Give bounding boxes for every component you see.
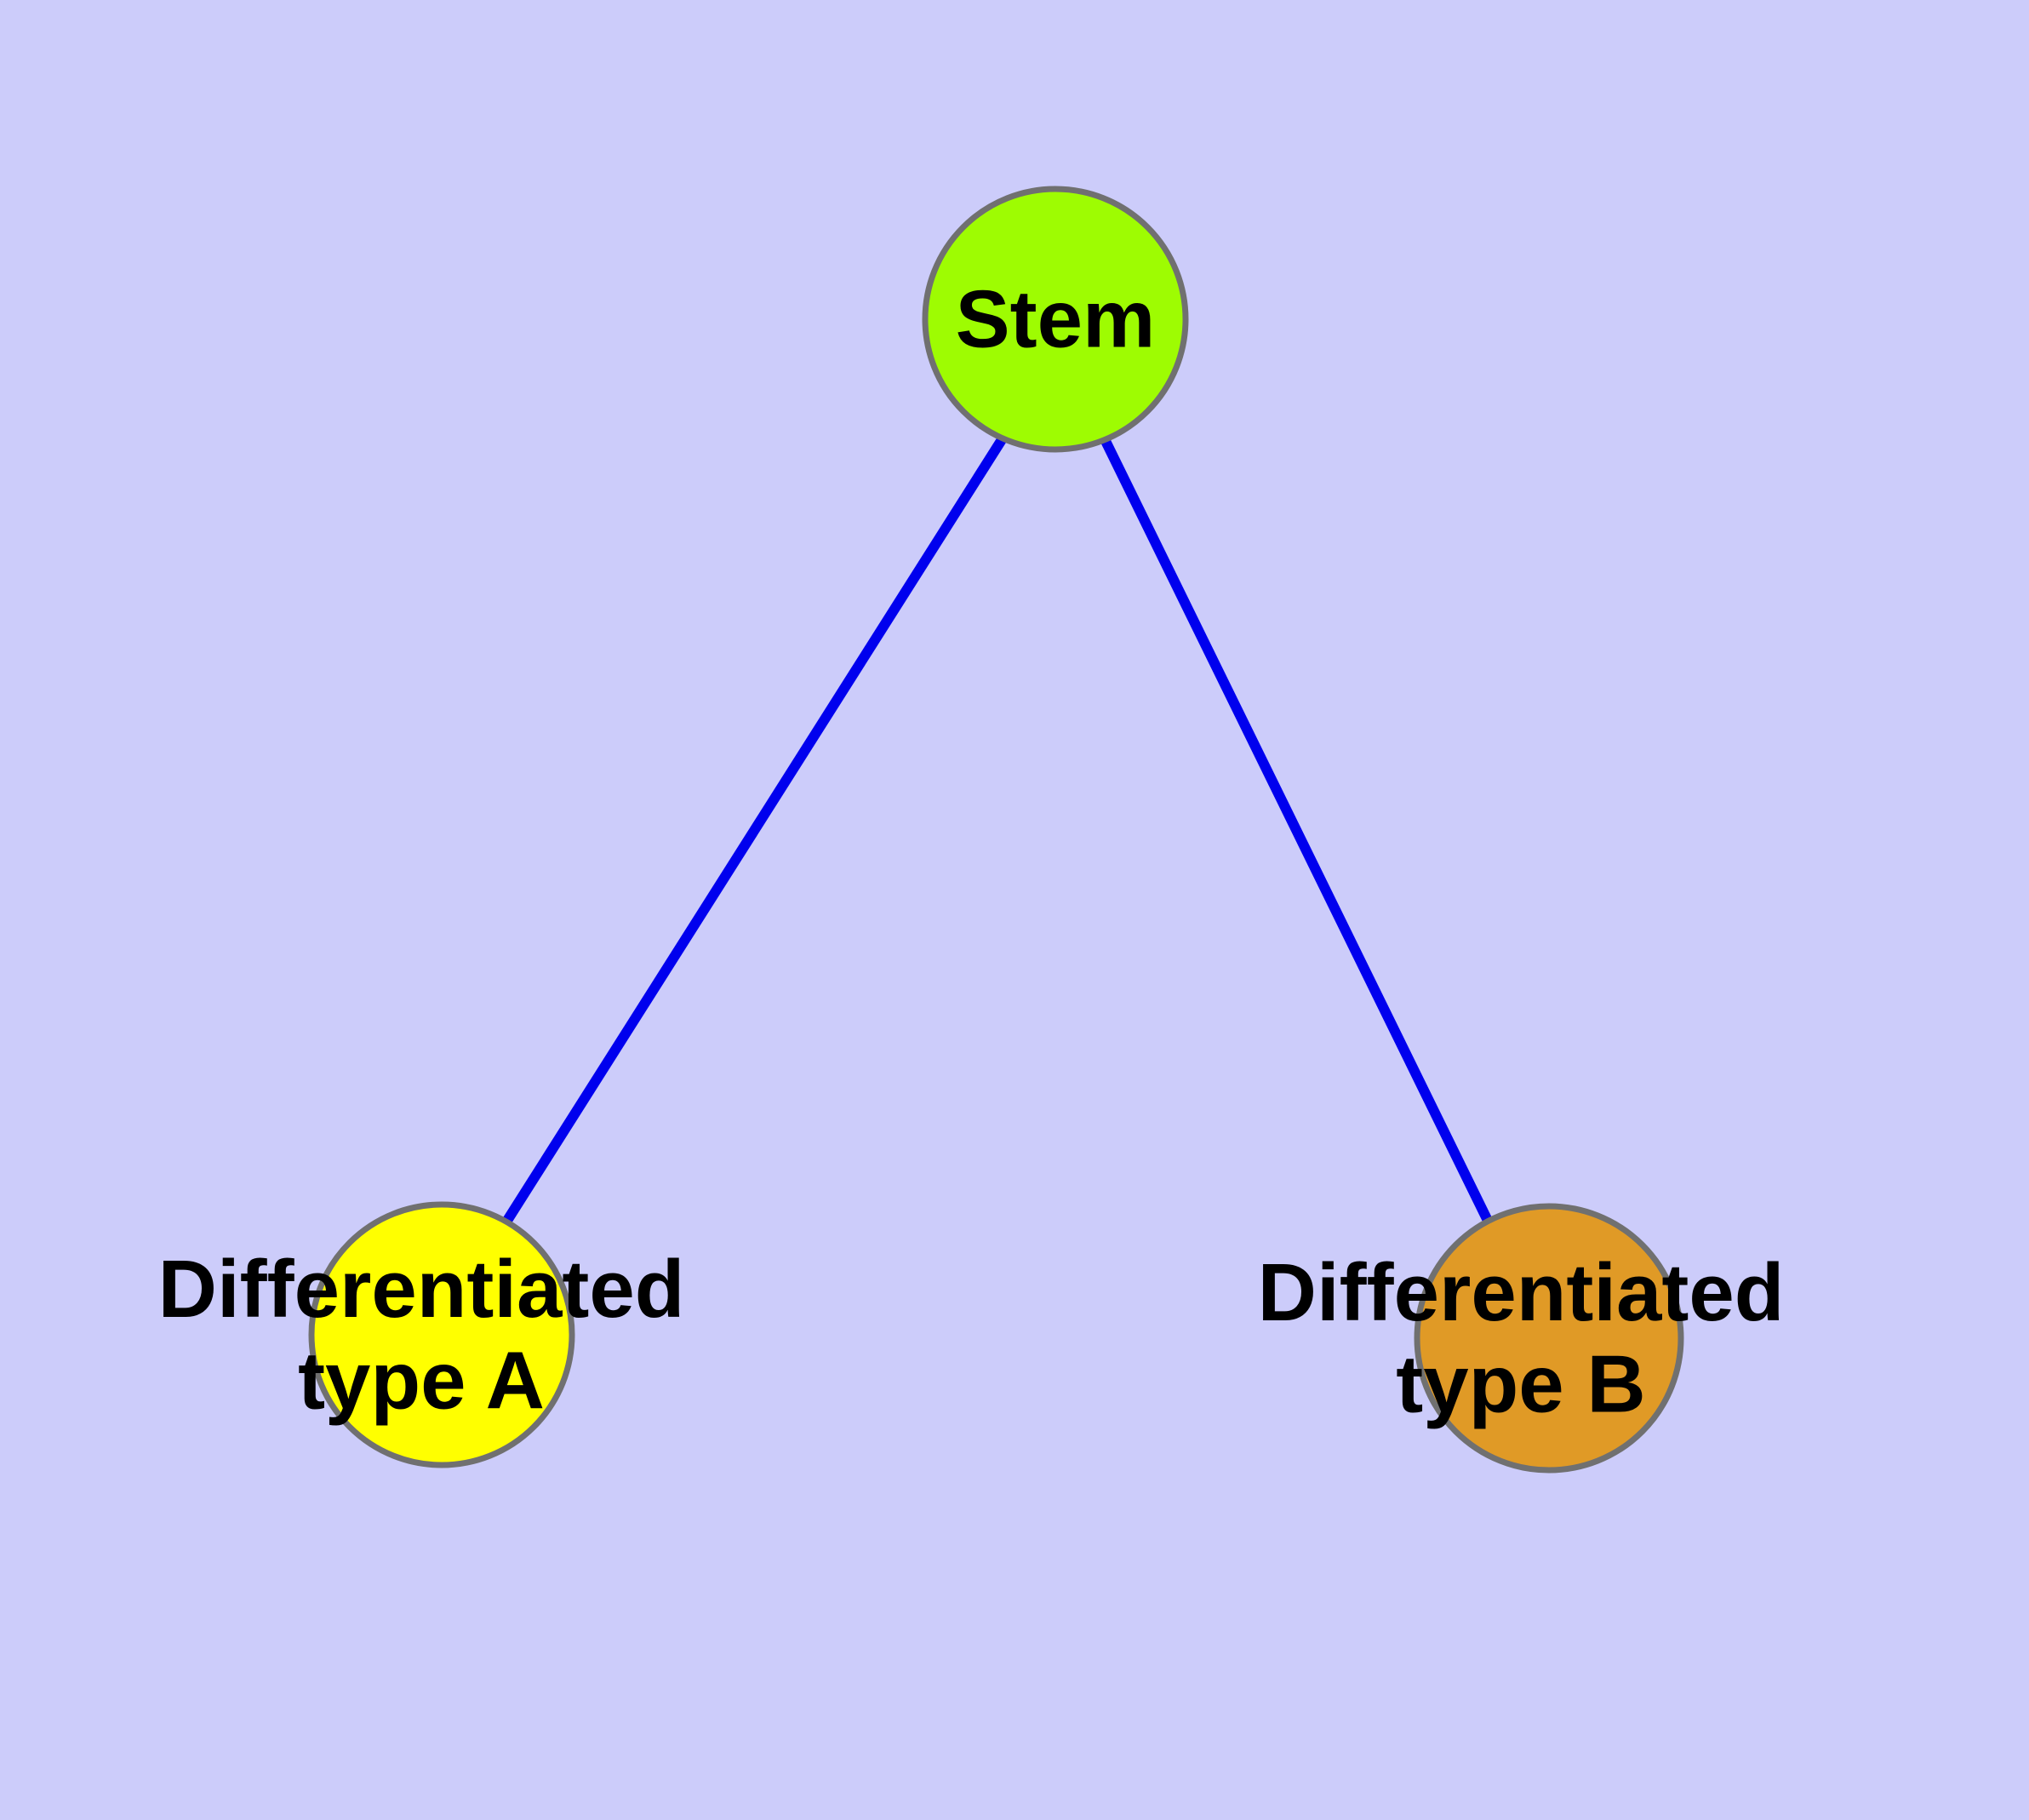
node-differentiated-type-a[interactable] xyxy=(308,1201,575,1468)
edges-layer xyxy=(499,433,1496,1230)
node-label-line: Differentiated xyxy=(1258,1247,1785,1338)
node-label-line: Differentiated xyxy=(158,1244,685,1335)
node-label-line: type B xyxy=(1396,1338,1645,1429)
node-stem-circle[interactable] xyxy=(922,186,1189,453)
edge-stem-to-type-a[interactable] xyxy=(499,435,1008,1229)
node-stem[interactable]: Stem xyxy=(922,186,1189,453)
edge-stem-to-type-b[interactable] xyxy=(1098,433,1496,1230)
node-differentiated-type-a-circle[interactable] xyxy=(308,1201,575,1468)
node-stem-label: Stem xyxy=(956,274,1156,365)
node-differentiated-type-b-circle[interactable] xyxy=(1414,1203,1684,1474)
node-label-line: Stem xyxy=(956,274,1156,365)
node-label-line: type A xyxy=(298,1335,545,1426)
node-differentiated-type-b[interactable] xyxy=(1414,1203,1684,1474)
